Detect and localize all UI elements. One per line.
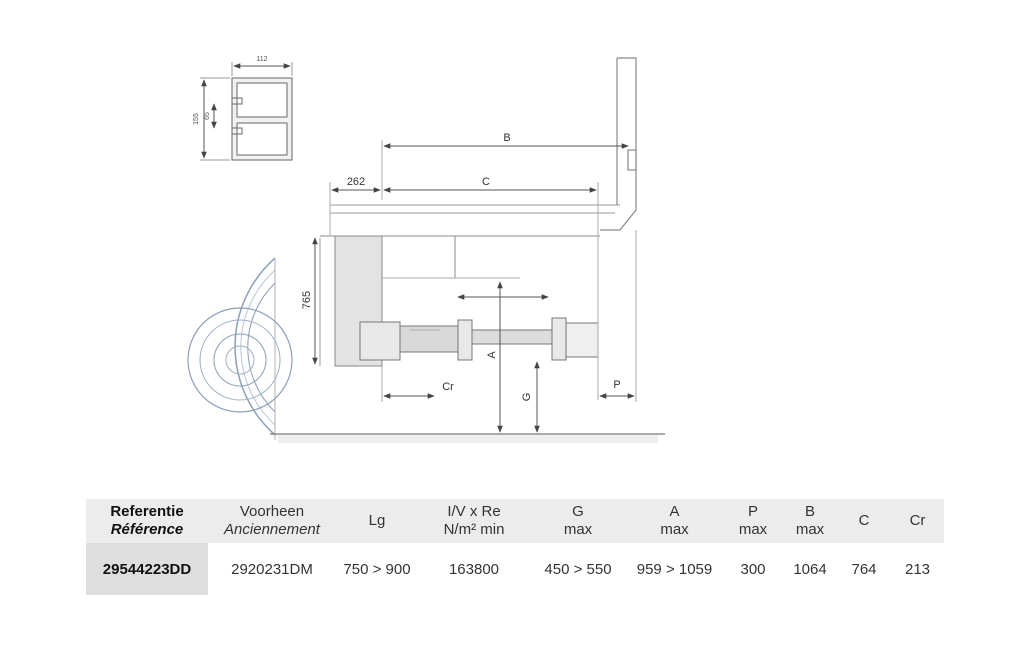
underrun-bar — [359, 317, 599, 361]
cell-lg: 750 > 900 — [343, 560, 411, 578]
dim-P-label: P — [613, 379, 620, 391]
table-row: 29544223DD 2920231DM 750 > 900 163800 45… — [86, 543, 944, 595]
wheel — [187, 257, 293, 440]
dim-A-label: A — [486, 351, 498, 359]
dim-B-label: B — [503, 132, 510, 144]
dim-262-label: 262 — [347, 176, 365, 188]
cell-b: 1064 — [793, 560, 827, 578]
dimension-lines — [312, 140, 637, 433]
cell-former: 2920231DM — [231, 560, 313, 578]
header-cr: Cr — [909, 512, 926, 529]
header-lg: Lg — [368, 512, 386, 529]
ground-line — [270, 433, 665, 443]
dim-Cr-label: Cr — [442, 381, 454, 393]
dim-G-label: G — [521, 393, 533, 402]
profile-inner-label: 65 — [204, 112, 211, 120]
cell-reference: 29544223DD — [86, 543, 208, 595]
profile-width-label: 112 — [256, 56, 267, 63]
lift-platform — [600, 57, 637, 231]
technical-drawing: 112 155 65 — [187, 56, 665, 443]
cell-g: 450 > 550 — [544, 560, 612, 578]
cell-iv-re: 163800 — [448, 560, 500, 578]
header-c: C — [858, 512, 870, 529]
profile-height-label: 155 — [193, 113, 200, 125]
cell-p: 300 — [740, 560, 766, 578]
dim-765-label: 765 — [301, 291, 313, 309]
cell-cr: 213 — [904, 560, 931, 578]
cell-c: 764 — [851, 560, 877, 578]
cell-a: 959 > 1059 — [636, 560, 713, 578]
profile-cross-section — [200, 62, 293, 161]
dim-C-label: C — [482, 176, 490, 188]
